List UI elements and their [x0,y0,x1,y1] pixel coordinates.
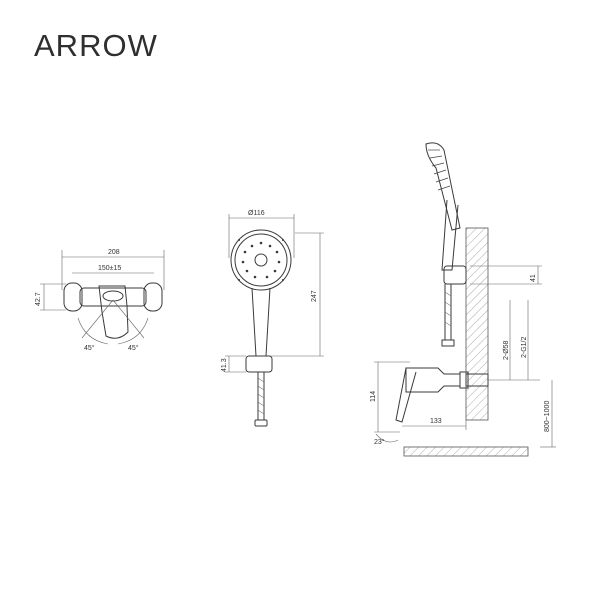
dim-head-diameter: Ø116 [248,210,265,217]
dim-mixer-centers: 150±15 [98,265,121,272]
dim-body-height: 114 [370,391,377,402]
dim-handle-angle: 23° [374,438,385,446]
brand-logo: ARROW [34,28,158,63]
dim-shower-length: 247 [311,290,318,302]
dim-install-height: 800~1000 [544,401,551,432]
dim-mixer-height: 42.7 [35,292,42,306]
dim-pipe-diameter: 2-Ø58 [503,340,510,360]
hand-shower-view: Ø116 247 41.3 [221,210,324,427]
dim-holder-height: 41.3 [221,358,228,372]
dim-projection: 133 [430,418,442,425]
dim-angle-right: 45° [128,344,139,352]
side-elevation-view: 41 114 133 23° 2-Ø58 2-G1/2 [370,142,556,457]
dim-mixer-width: 208 [108,249,120,256]
dim-angle-left: 45° [84,344,95,352]
dim-bracket-height: 41 [530,274,537,282]
mixer-front-view: 208 150±15 42.7 45° 45° [35,249,165,352]
dim-thread: 2-G1/2 [521,336,528,358]
